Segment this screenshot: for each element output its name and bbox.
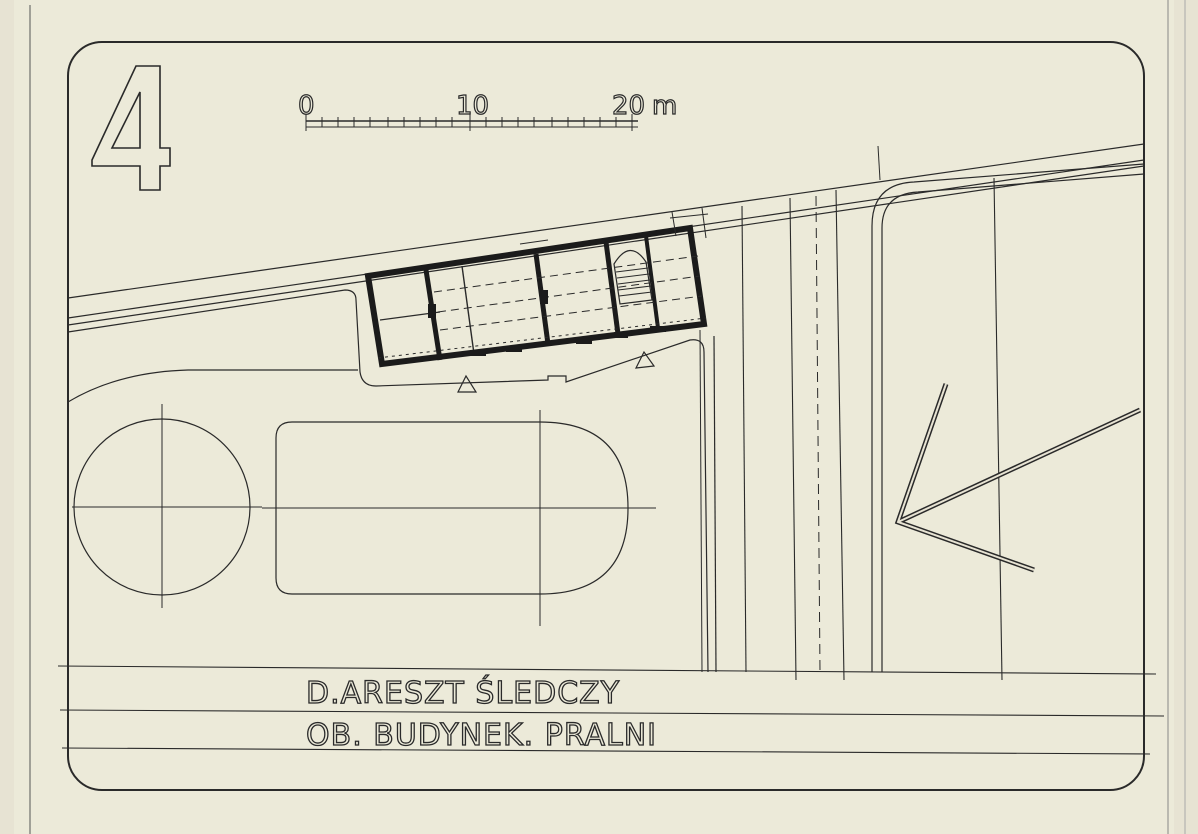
entrance-marker-2 bbox=[634, 350, 656, 369]
road-corner-outer bbox=[871, 163, 1145, 672]
drawing-frame bbox=[67, 41, 1145, 791]
scale-label-20: 20 bbox=[612, 91, 645, 121]
entrance-marker-1 bbox=[457, 374, 478, 393]
scale-unit: m bbox=[652, 91, 677, 121]
footpath-curve bbox=[67, 369, 358, 403]
oval-lawn bbox=[262, 410, 656, 626]
round-lawn bbox=[72, 404, 262, 608]
bottom-lines bbox=[57, 665, 1165, 755]
paper-sheet bbox=[14, 0, 1174, 834]
road-edge-line bbox=[713, 335, 717, 673]
sheet-number-4-glyph bbox=[91, 65, 171, 191]
laundry-building-plan bbox=[364, 207, 709, 393]
scale-label-10: 10 bbox=[456, 91, 489, 121]
vertical-road bbox=[741, 177, 1003, 681]
scale-bar: 0 10 20 m bbox=[297, 90, 678, 131]
scale-label-0: 0 bbox=[298, 91, 315, 121]
north-arrow-inner bbox=[896, 383, 1141, 571]
road-corner-inner bbox=[881, 173, 1145, 672]
caption-line-2: OB. BUDYNEK. PRALNI bbox=[306, 718, 657, 753]
road-centerline-top bbox=[877, 145, 881, 181]
road-edge-line-2 bbox=[699, 329, 703, 673]
caption-line-1: D.ARESZT ŚLEDCZY bbox=[306, 674, 620, 711]
